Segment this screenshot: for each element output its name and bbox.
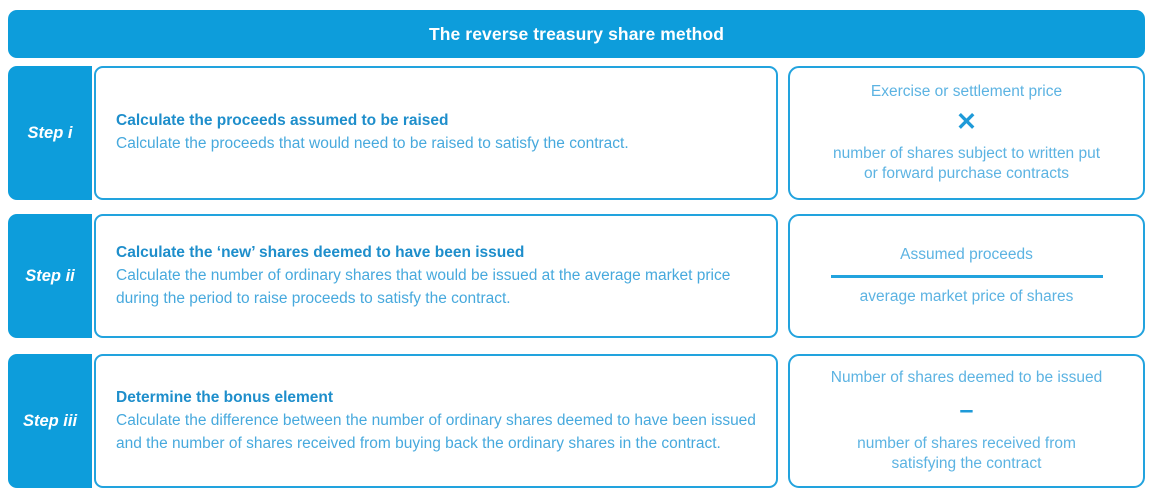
step-ii-left-block: Step ii Calculate the ‘new’ shares deeme… <box>8 214 778 338</box>
step-iii-formula-denominator-line-1: number of shares received from <box>857 434 1076 452</box>
diagram-header-banner: The reverse treasury share method <box>8 10 1145 58</box>
step-ii-tab-label: Step ii <box>25 266 75 285</box>
step-ii-content-card: Calculate the ‘new’ shares deemed to hav… <box>94 214 778 338</box>
step-iii-content-card: Determine the bonus element Calculate th… <box>94 354 778 488</box>
step-iii-left-block: Step iii Determine the bonus element Cal… <box>8 354 778 488</box>
step-ii-formula-numerator: Assumed proceeds <box>900 245 1033 263</box>
step-ii-heading: Calculate the ‘new’ shares deemed to hav… <box>116 244 525 262</box>
step-ii-formula-denominator-line-1: average market price of shares <box>859 288 1074 305</box>
step-i-tab: Step i <box>8 66 92 200</box>
step-iii-formula-numerator: Number of shares deemed to be issued <box>830 368 1103 386</box>
step-i-formula-denominator-line-1: number of shares subject to written put <box>832 144 1101 162</box>
step-i-formula-denominator-line-2: or forward purchase contracts <box>863 165 1070 183</box>
step-row-ii: Step ii Calculate the ‘new’ shares deeme… <box>8 214 1145 338</box>
step-ii-formula-box: Assumed proceeds average market price of… <box>788 214 1145 338</box>
step-i-tab-label: Step i <box>27 123 73 142</box>
step-i-formula-numerator: Exercise or settlement price <box>870 82 1063 100</box>
step-i-heading: Calculate the proceeds assumed to be rai… <box>116 112 449 130</box>
step-iii-formula-denominator-line-2: satisfying the contract <box>891 455 1042 473</box>
step-i-formula-box: Exercise or settlement price ✕ number of… <box>788 66 1145 200</box>
step-row-iii: Step iii Determine the bonus element Cal… <box>8 354 1145 488</box>
step-ii-body: Calculate the number of ordinary shares … <box>116 267 731 307</box>
step-iii-formula-box: Number of shares deemed to be issued – n… <box>788 354 1145 488</box>
minus-icon: – <box>959 395 974 424</box>
step-i-body: Calculate the proceeds that would need t… <box>116 135 629 153</box>
multiply-icon: ✕ <box>956 107 977 136</box>
step-ii-tab: Step ii <box>8 214 92 338</box>
step-iii-heading: Determine the bonus element <box>116 389 334 407</box>
fraction-bar-icon <box>830 275 1103 278</box>
step-i-content-card: Calculate the proceeds assumed to be rai… <box>94 66 778 200</box>
step-iii-body: Calculate the difference between the num… <box>116 412 756 452</box>
page-title: The reverse treasury share method <box>428 23 725 44</box>
step-i-left-block: Step i Calculate the proceeds assumed to… <box>8 66 778 200</box>
step-row-i: Step i Calculate the proceeds assumed to… <box>8 66 1145 200</box>
step-iii-tab-label: Step iii <box>22 411 78 430</box>
step-iii-tab: Step iii <box>8 354 92 488</box>
